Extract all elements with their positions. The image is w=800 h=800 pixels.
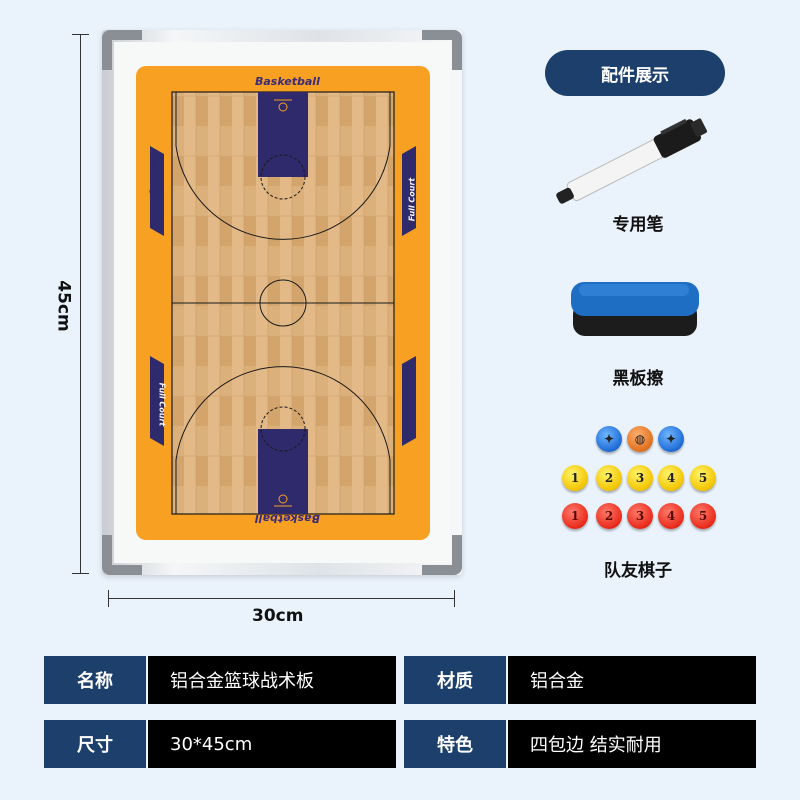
width-dimension-line: [108, 598, 455, 599]
basketball-court-diagram: [150, 91, 416, 515]
yellow-chip-1: 1: [562, 465, 588, 491]
court-title-top: Basketball: [255, 75, 320, 88]
red-chip-4: 4: [658, 503, 684, 529]
yellow-chip-5: 5: [690, 465, 716, 491]
spec-name-key: 名称: [44, 656, 146, 704]
width-dimension-cap-right: [454, 590, 455, 607]
height-dimension-cap-bottom: [72, 573, 89, 574]
eraser-label: 黑板擦: [612, 369, 664, 389]
height-dimension-line: [80, 34, 81, 574]
basketball-chip-icon: ◍: [627, 426, 653, 452]
pen-label: 专用笔: [612, 215, 664, 235]
height-dimension-label: 45cm: [53, 280, 74, 332]
red-chip-1: 1: [562, 503, 588, 529]
side-label-coaching-bottom: Coaching Board: [400, 369, 410, 440]
side-label-full-top: Full Court: [407, 177, 417, 222]
spec-material-key: 材质: [404, 656, 506, 704]
spec-feature-key: 特色: [404, 720, 506, 768]
accessories-title: 配件展示: [545, 50, 725, 96]
eraser-icon: [571, 282, 699, 336]
spec-name-value: 铝合金篮球战术板: [148, 656, 396, 704]
spec-material-value: 铝合金: [508, 656, 756, 704]
side-label-coaching-top: Coaching Board: [148, 154, 158, 225]
yellow-chip-3: 3: [627, 465, 653, 491]
team-chip-blue-icon-2: ✦: [658, 426, 684, 452]
red-chip-2: 2: [596, 503, 622, 529]
yellow-chip-4: 4: [658, 465, 684, 491]
team-chip-blue-icon: ✦: [596, 426, 622, 452]
yellow-chip-2: 2: [596, 465, 622, 491]
width-dimension-cap-left: [108, 590, 109, 607]
spec-feature-value: 四包边 结实耐用: [508, 720, 756, 768]
chips-label: 队友棋子: [604, 561, 672, 581]
red-chip-3: 3: [627, 503, 653, 529]
court-title-bottom: Basketball: [255, 512, 320, 525]
side-label-full-bottom: Full Court: [157, 382, 167, 427]
spec-size-key: 尺寸: [44, 720, 146, 768]
marker-pen-icon: [556, 118, 708, 204]
spec-size-value: 30*45cm: [148, 720, 396, 768]
red-chip-5: 5: [690, 503, 716, 529]
height-dimension-cap-top: [72, 34, 89, 35]
width-dimension-label: 30cm: [252, 606, 304, 626]
